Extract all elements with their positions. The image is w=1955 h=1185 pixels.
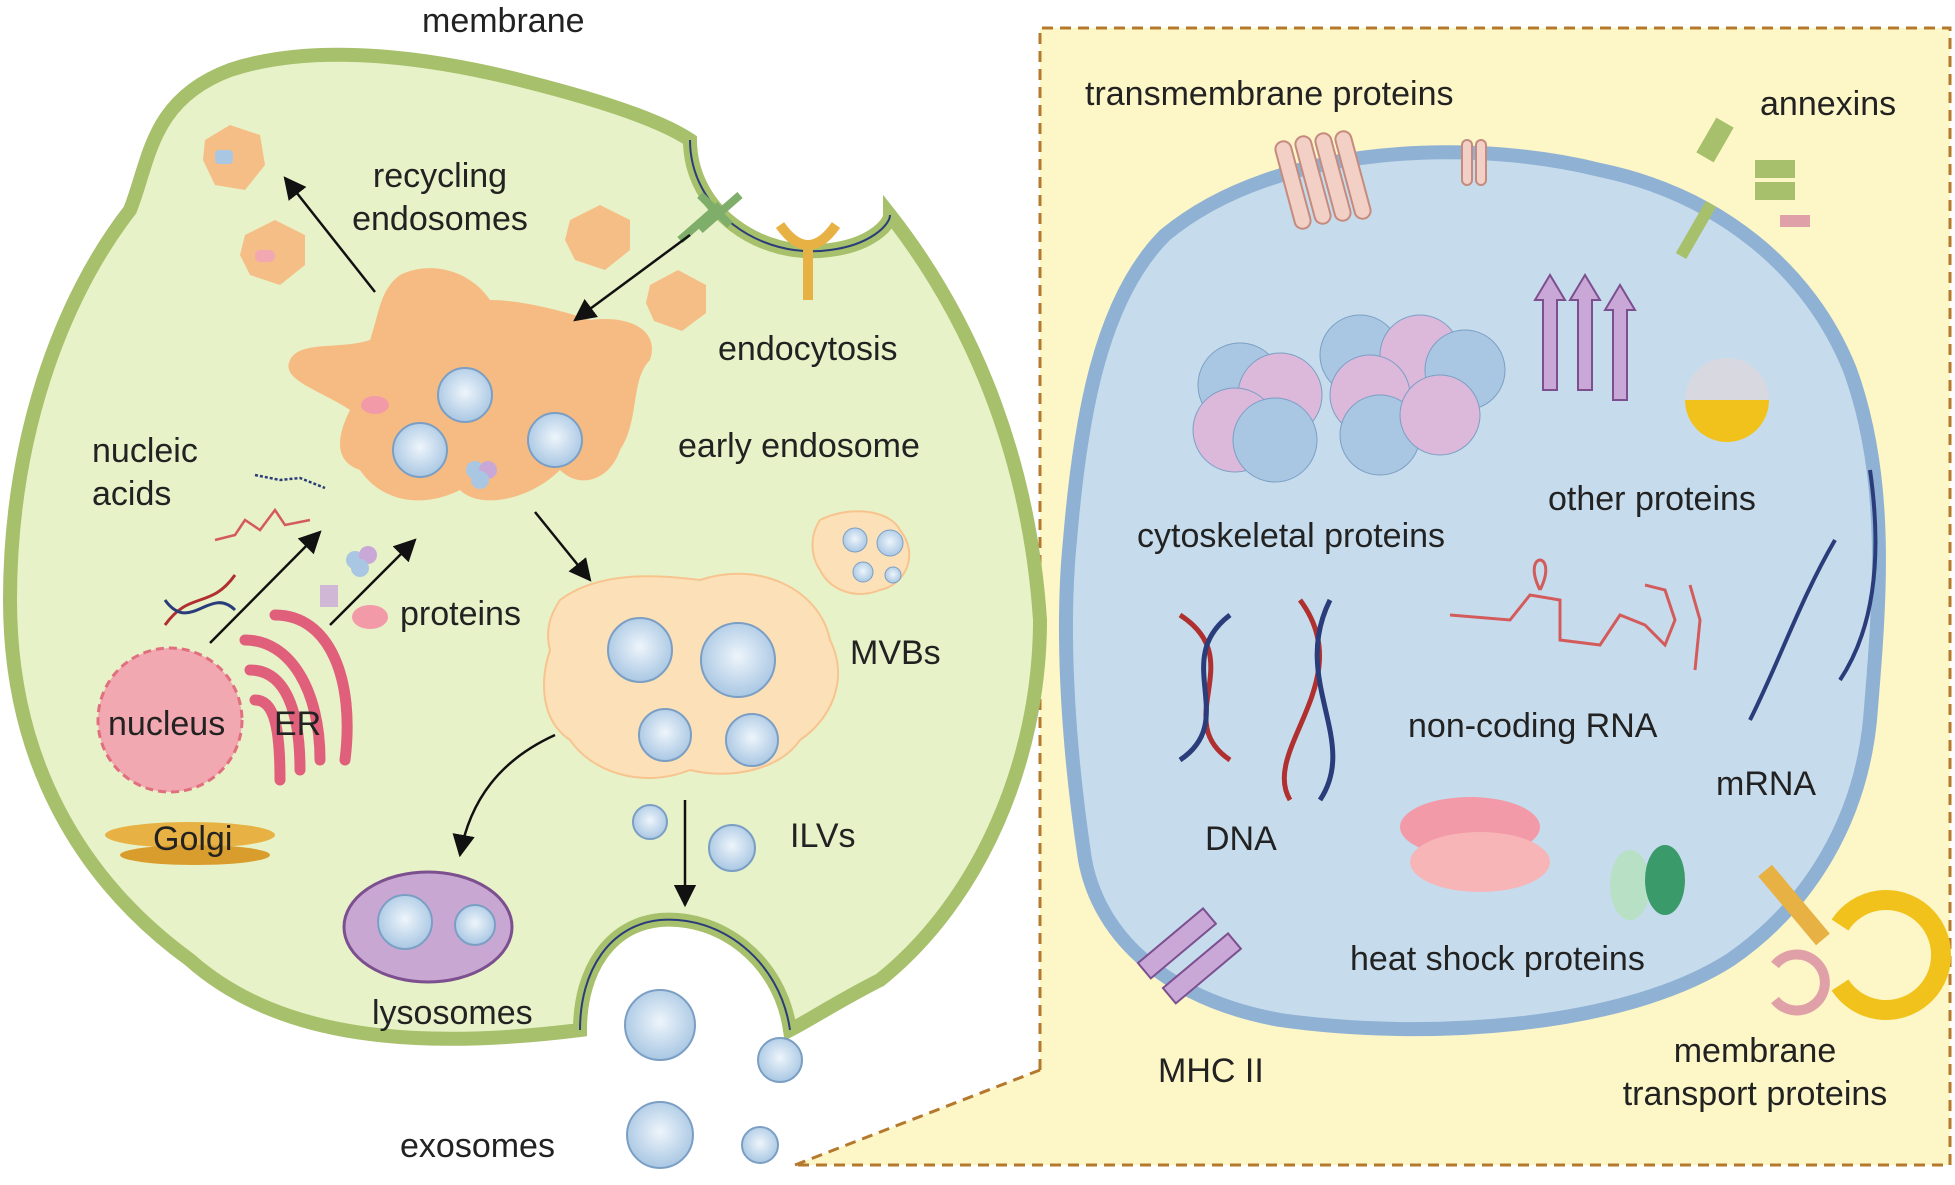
label-nucleic-acids: nucleic acids (92, 432, 198, 513)
endocytosis-pit (689, 139, 891, 253)
label-ilvs: ILVs (790, 817, 856, 855)
mvb-main (543, 572, 839, 779)
globular-protein-icon (1685, 358, 1769, 442)
golgi (105, 822, 275, 865)
label-non-coding-rna: non-coding RNA (1408, 707, 1658, 745)
exocytosis-pit (579, 918, 791, 1031)
mrna-icon (1748, 469, 1878, 721)
non-coding-rna-icon (1449, 558, 1702, 671)
label-other-proteins: other proteins (1548, 480, 1756, 518)
cytoskeletal-protein-icon (1192, 314, 1506, 483)
er (239, 609, 353, 786)
label-mrna: mRNA (1716, 765, 1817, 803)
exosome-1 (624, 989, 696, 1061)
label-annexins: annexins (1760, 85, 1897, 123)
recycling-endosome-3 (565, 205, 630, 270)
recycling-endosome-2 (240, 220, 305, 285)
exosome-4 (741, 1126, 779, 1164)
label-exosomes: exosomes (400, 1127, 555, 1165)
antibody-icon (677, 191, 743, 244)
protein-cluster-icon (320, 546, 388, 629)
heat-shock-protein-icon (1400, 797, 1550, 892)
label-heat-shock-proteins: heat shock proteins (1350, 940, 1645, 978)
exosome-dna-icon (1178, 598, 1336, 802)
lysosome (342, 870, 514, 984)
transmembrane-protein-icon (1274, 130, 1487, 230)
label-recycling-endosomes: recycling endosomes (352, 157, 528, 238)
mhc-ii-icon (1136, 907, 1243, 1005)
label-endocytosis: endocytosis (718, 330, 898, 368)
label-nucleus: nucleus (108, 705, 226, 743)
early-endosome (288, 268, 652, 501)
label-lysosomes: lysosomes (372, 994, 533, 1032)
nucleus (96, 646, 244, 794)
label-proteins: proteins (400, 595, 521, 633)
ilv-2 (708, 824, 756, 872)
label-golgi: Golgi (153, 820, 233, 858)
recycling-endosome-4 (646, 270, 706, 331)
mvb-small (811, 510, 911, 595)
label-er: ER (274, 705, 322, 743)
recycling-endosome-1 (203, 125, 265, 190)
zoomed-exosome (1058, 145, 1886, 1037)
pathway-arrows (209, 176, 697, 908)
beta-sheet-protein-icon (1533, 273, 1637, 401)
rna-icon (214, 473, 326, 542)
label-early-endosome: early endosome (678, 427, 920, 465)
label-mhc-ii: MHC II (1158, 1052, 1264, 1090)
endocytosis-receptor-icon (775, 222, 841, 300)
label-transmembrane-proteins: transmembrane proteins (1085, 75, 1454, 113)
label-dna: DNA (1205, 820, 1277, 858)
dna-icon (163, 574, 237, 626)
exosome-2 (757, 1037, 803, 1083)
label-cytoskeletal-proteins: cytoskeletal proteins (1137, 517, 1446, 555)
label-mvbs: MVBs (850, 634, 941, 672)
chaperone-protein-icon (1610, 845, 1685, 920)
annexin-icon (1675, 117, 1810, 259)
ilv-1 (632, 804, 668, 840)
membrane-transport-protein-icon (1758, 864, 1952, 1020)
label-membrane-transport-proteins: membrane transport proteins (1622, 1032, 1888, 1113)
exosome-3 (626, 1101, 694, 1169)
label-membrane: membrane (422, 2, 585, 40)
